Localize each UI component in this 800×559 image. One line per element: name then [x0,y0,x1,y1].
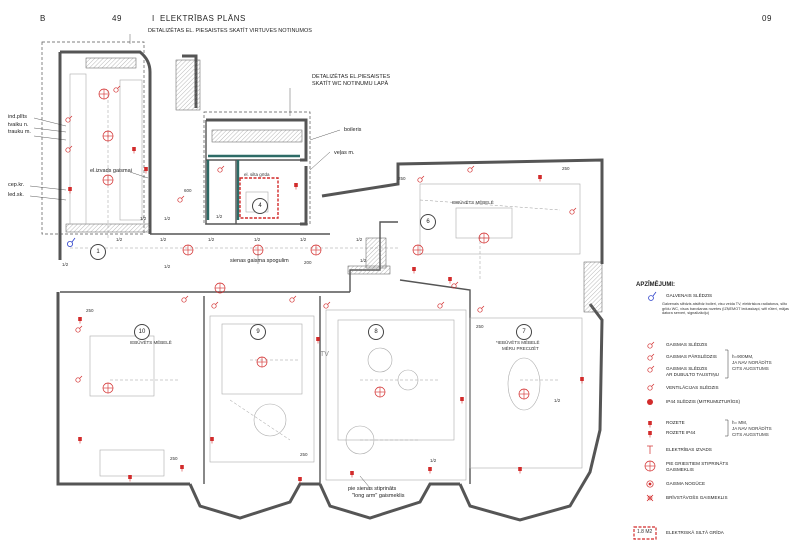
legend-socket: ROZETE [666,420,685,425]
main-switch-marker [67,240,74,247]
note-led-sk: led.sk. [8,192,24,198]
note-tvaiku-2: trauku m. [8,129,31,135]
note-iebuvets-7-2: MĒRU PRECIZĒT [502,346,539,351]
dim: 1/2 [208,237,215,242]
legend-outlet: ELEKTRĪBAS IZVADS [666,447,712,452]
note-ind-plits: ind.plīts [8,114,27,120]
dim: 1/2 [160,237,167,242]
note-iebuvets-6: IEBŪVĒTS MĒBELĒ [452,200,494,205]
dim: 1/2 [216,214,223,219]
note-wc-2: SKATĪT WC NOTINUMU LAPĀ [312,81,389,87]
legend-title: APZĪMĒJUMI: [636,282,675,288]
dim: 1/2 [116,237,123,242]
note-wc-1: DETALIZĒTAS EL.PIESAISTES [312,74,391,80]
room-7: 7 [516,324,532,340]
height-note-2b: JA NAV NORĀDĪTS [732,426,772,431]
dim: 1/2 [554,398,561,403]
room-10: 10 [134,324,150,340]
legend-heated-floor: ELEKTRISKĀ SILTĀ GRĪDA [666,530,724,535]
legend-main-switch-desc: Galvenais slēdzis atslēdz boileri, visu … [662,302,789,316]
page-number: 09 [762,14,772,23]
height-note-1b: JA NAV NORĀDĪTS [732,360,772,365]
note-iebuvets-7-1: *IEBŪVĒTS MĒBELĒ [496,340,540,345]
note-sienas-gaisma: sienas gaisma spogulim [230,258,289,264]
sheet-number: 49 [112,14,122,23]
height-note-2c: CITS AUGSTUMS [732,432,769,437]
note-el-silta: el. silta grīda [244,172,270,177]
dim: 1/2 [356,237,363,242]
note-el-izvads: el.izvads gaismai [90,168,132,174]
legend-changeover: GAISMAS PĀRSLĒDZIS [666,354,717,359]
height-note-2: h= MM, [732,420,748,425]
note-kitchen: DETALIZĒTAS EL. PIESAISTES SKATĪT VIRTUV… [148,28,312,34]
legend-dimmer-2: AR DUBULTO TAUSTIŅU [666,372,720,377]
dim: 1/2 [430,458,437,463]
room-9: 9 [250,324,266,340]
legend-ventilation: VENTILĀCIJAS SLĒDZIS [666,385,719,390]
legend-pendant: GAISMA NOGŪCE [666,481,706,486]
legend-dimmer: GAISMAS SLĒDZIS [666,366,708,371]
legend-main-switch: GALVENAIS SLĒDZIS [666,293,713,298]
legend-floor-lamp: BRĪVSTĀVOŠS GAISMEKLIS [666,495,728,500]
sheet-code: B [40,14,46,23]
dim: 1/2 [164,264,171,269]
legend-ceiling-light-2: GAISMEKLIS [666,467,694,472]
legend-ip44: IP44 SLĒDZIS (MITRUMIZTURĪGS) [666,399,741,404]
room-1: 1 [90,244,106,260]
legend-socket-ip44: ROZETE IP44 [666,430,696,435]
heated-floor-badge: 1.8 M2 [637,529,653,535]
tv-label: TV [320,351,329,358]
dim: 250 [562,166,570,171]
note-iebuvets-10: IEBŪVĒTS MĒBELĒ [130,340,172,345]
height-note-1c: CITS AUGSTUMS [732,366,769,371]
dim: 1/2 [254,237,261,242]
note-pie-sienas-1: pie sienas stiprināts [348,486,397,492]
dim: 1/2 [360,258,367,263]
legend-ceiling-light: PIE GRIESTIEM STIPRINĀTS [666,461,729,466]
dim: 200 [304,260,312,265]
height-note-1: h=900MM, [732,354,754,359]
sheet-roman: I [152,14,155,23]
dim: 1/2 [140,216,147,221]
note-tvaiku-1: tvaiku n. [8,122,29,128]
note-cep-kr: cep.kr. [8,182,25,188]
room-6: 6 [420,214,436,230]
dim: 250 [86,308,94,313]
dim: 1/2 [62,262,69,267]
dim: 600 [184,188,192,193]
dim: 250 [300,452,308,457]
dim: 1/2 [300,237,307,242]
page-title: ELEKTRĪBAS PLĀNS [160,14,246,23]
legend-light-switch: GAISMAS SLĒDZIS [666,342,708,347]
note-vejas: veļas m. [334,150,355,156]
note-pie-sienas-2: "long arm" gaismeklis [352,493,405,499]
dim: 250 [476,324,484,329]
room-8: 8 [368,324,384,340]
room-4: 4 [252,198,268,214]
dim: 250 [398,176,406,181]
legend-symbols [633,291,729,540]
note-boiler: boileris [344,127,362,133]
dim: 1/2 [164,216,171,221]
dim: 250 [170,456,178,461]
